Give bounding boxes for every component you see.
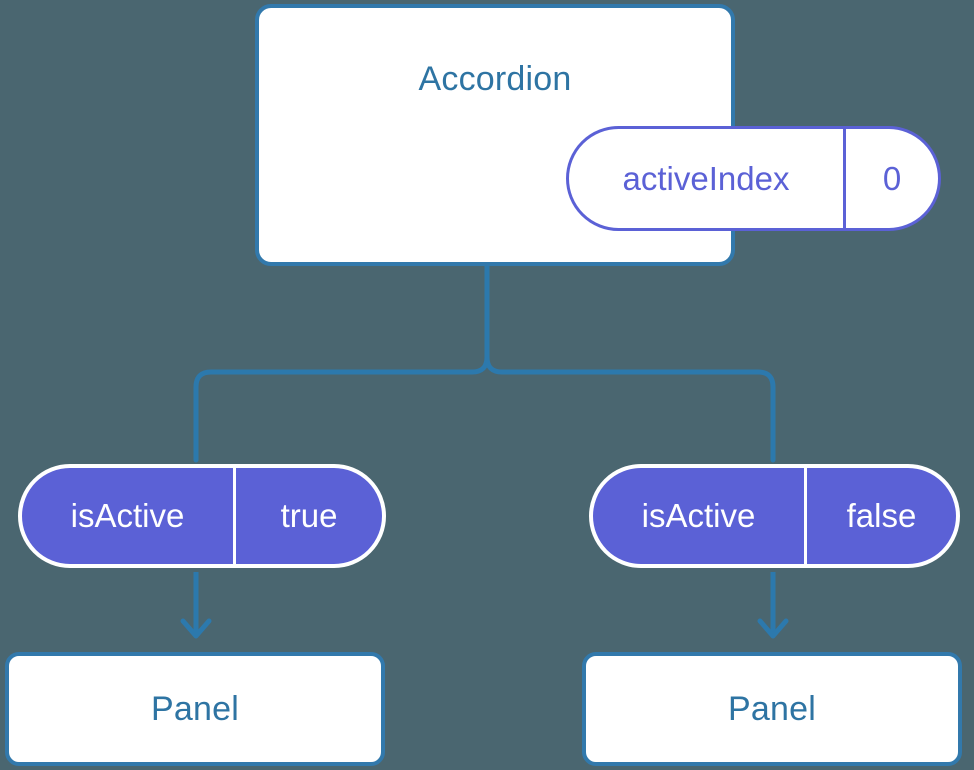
state-pill-is-active-false[interactable]: isActive false xyxy=(589,464,960,568)
state-pill-is-active-true[interactable]: isActive true xyxy=(18,464,386,568)
node-accordion-title: Accordion xyxy=(418,60,572,98)
connector-right-branch xyxy=(484,263,776,463)
state-pill-is-active-true-value: true xyxy=(280,497,338,534)
state-pill-active-index-label: activeIndex xyxy=(569,129,846,228)
state-pill-is-active-true-label: isActive xyxy=(22,468,236,564)
node-panel-right-title: Panel xyxy=(728,689,816,728)
node-panel-left[interactable]: Panel xyxy=(5,652,385,766)
node-accordion[interactable]: Accordion activeIndex 0 xyxy=(255,4,941,266)
node-panel-left-title: Panel xyxy=(151,689,239,728)
state-pill-active-index-value: 0 xyxy=(882,159,902,197)
state-pill-is-active-false-label: isActive xyxy=(593,468,807,564)
connector-left-branch xyxy=(193,263,490,463)
arrow-right-head-icon xyxy=(757,618,789,639)
arrow-left-head-icon xyxy=(180,618,212,639)
state-pill-is-active-false-value: false xyxy=(846,497,917,534)
state-pill-active-index[interactable]: activeIndex 0 xyxy=(566,126,941,231)
node-panel-right[interactable]: Panel xyxy=(582,652,962,766)
